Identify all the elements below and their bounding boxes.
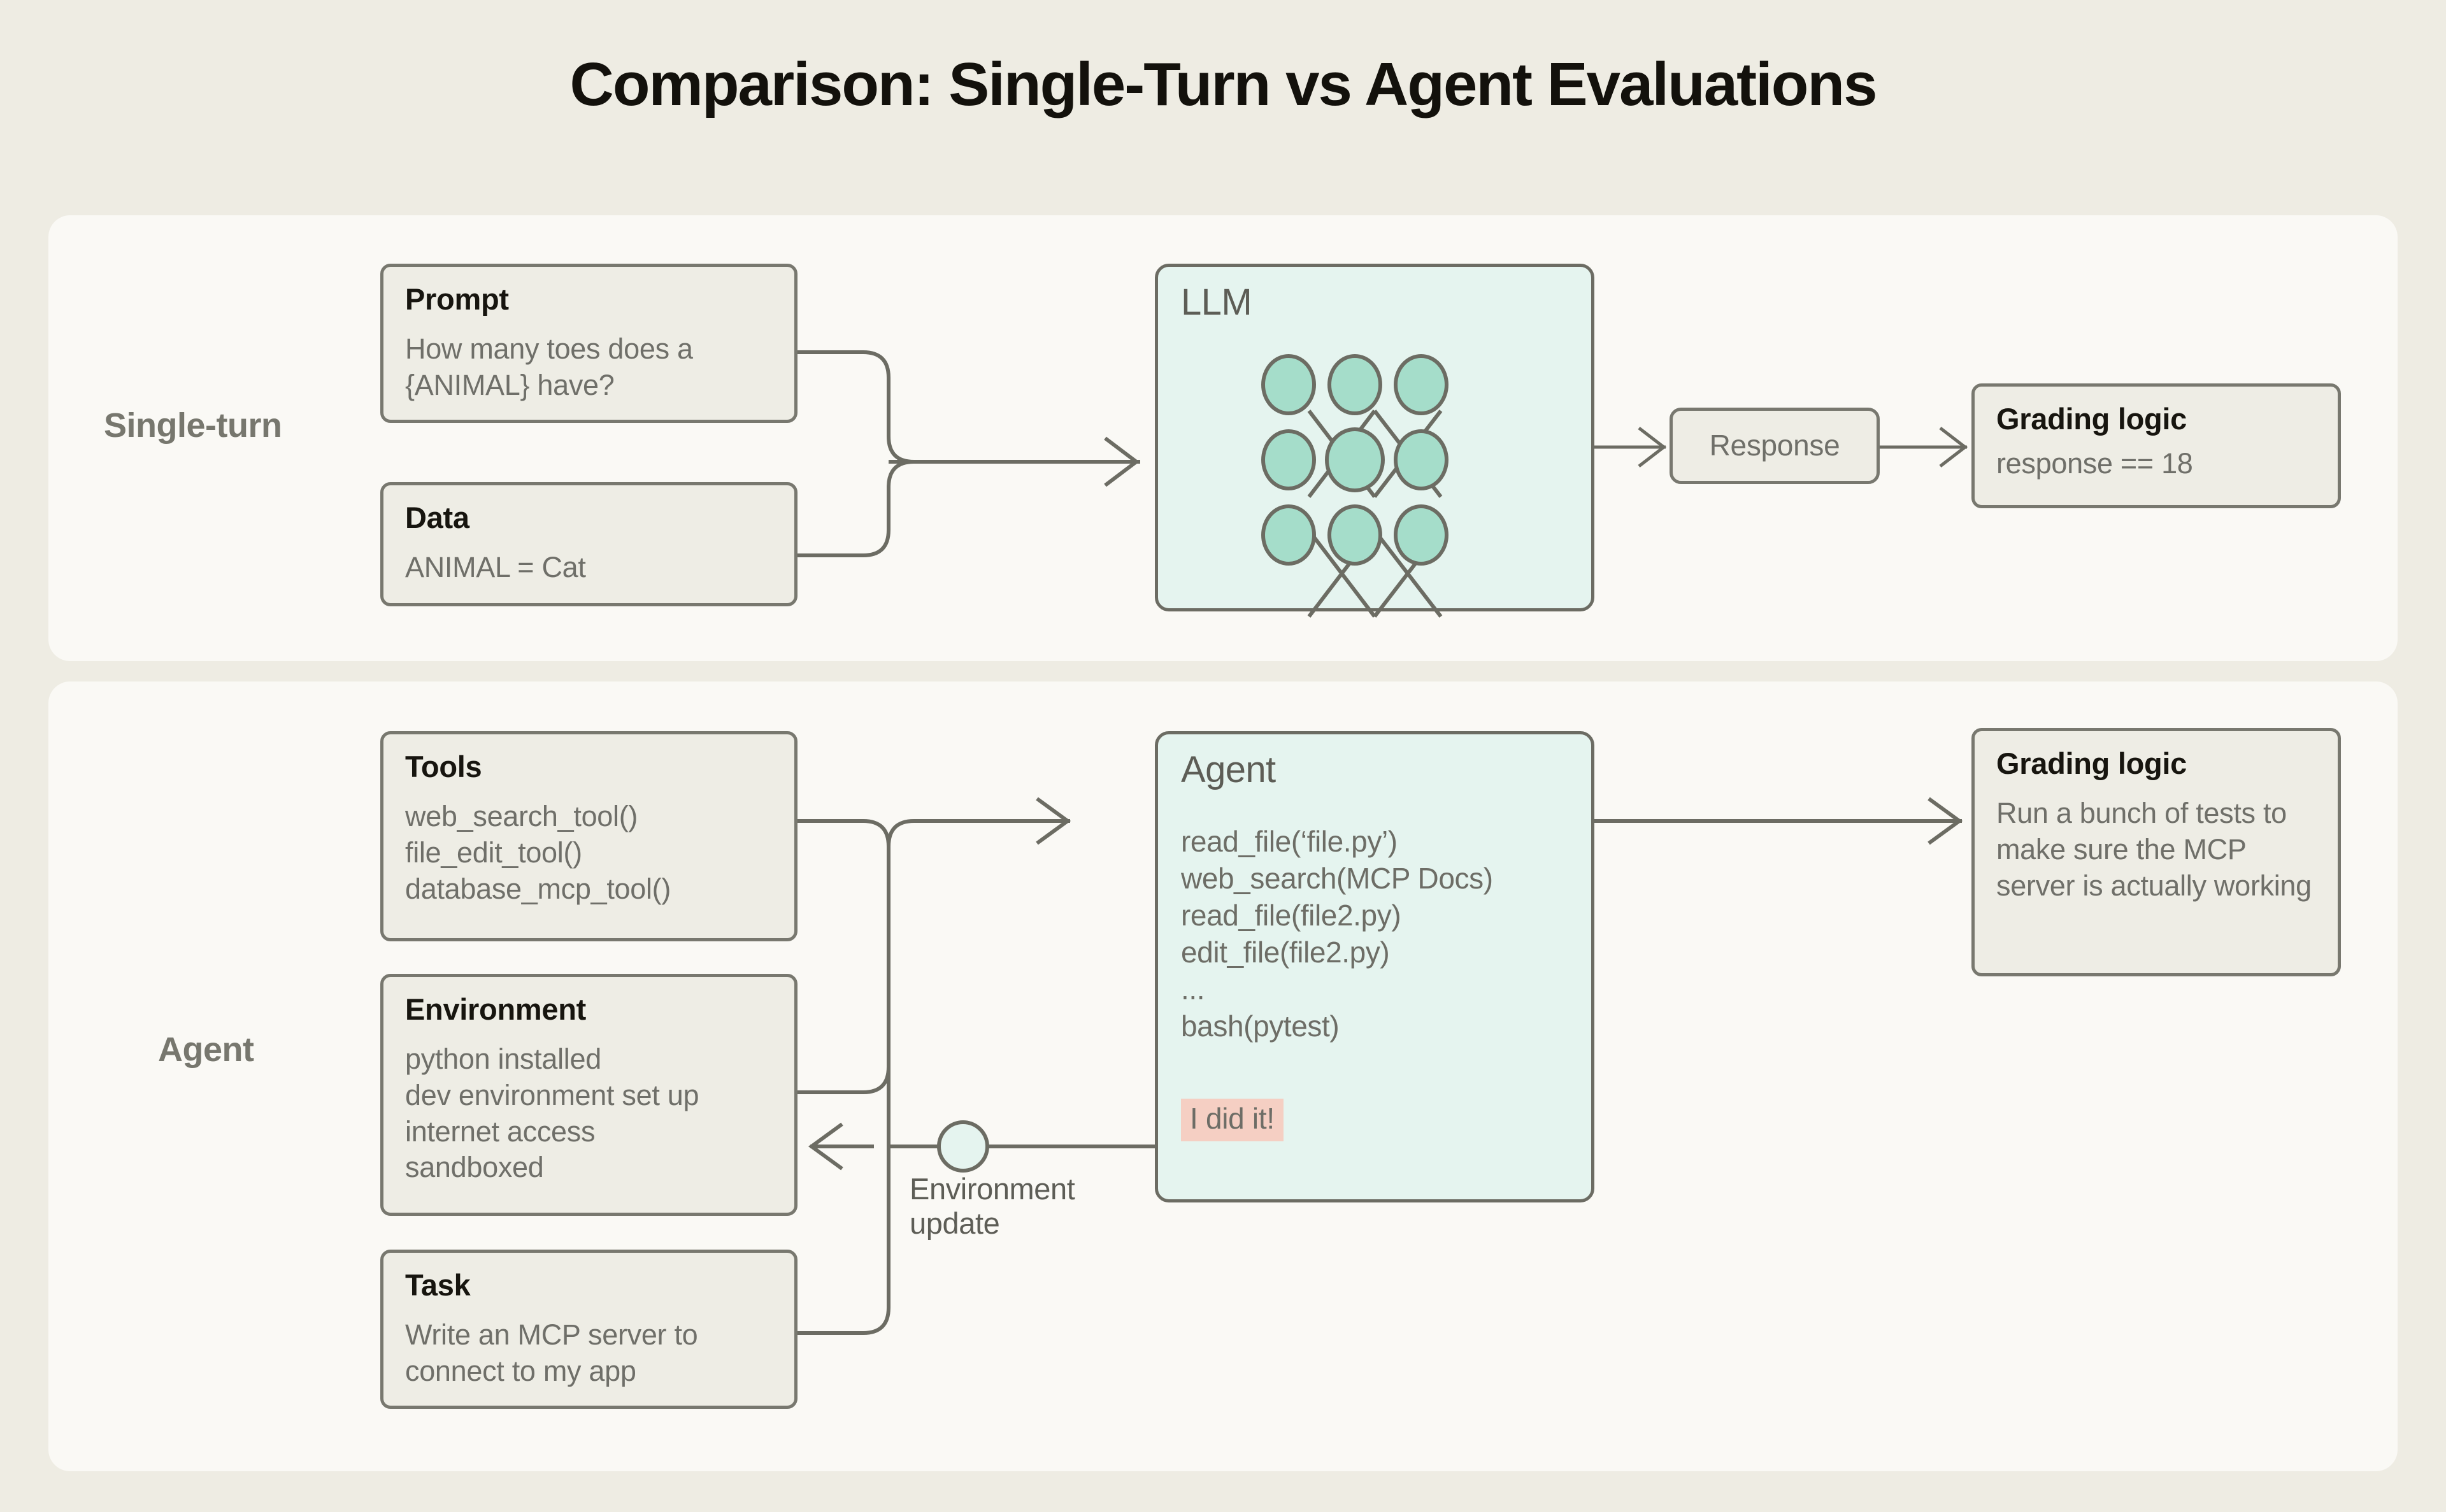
card-data-body: ANIMAL = Cat (405, 550, 773, 586)
card-environment-body: python installed dev environment set up … (405, 1041, 773, 1186)
row-label-single-turn: Single-turn (104, 406, 282, 445)
row-label-agent: Agent (158, 1031, 254, 1069)
card-grading-2-line-1: Run a bunch of tests to make sure the MC… (1996, 797, 2312, 902)
card-environment-line-3: internet access (405, 1115, 596, 1148)
card-prompt-title: Prompt (405, 282, 509, 316)
card-tools: Tools web_search_tool() file_edit_tool()… (380, 731, 797, 941)
card-prompt-line-2: {ANIMAL} have? (405, 369, 615, 402)
agent-trace-line-4: edit_file(file2.py) (1181, 935, 1390, 969)
card-grading-2-title: Grading logic (1996, 746, 2187, 780)
card-grading-logic-agent: Grading logic Run a bunch of tests to ma… (1971, 728, 2341, 976)
agent-trace-line-1: read_file(‘file.py’) (1181, 825, 1398, 858)
card-tools-title: Tools (405, 750, 482, 783)
box-agent-trace: read_file(‘file.py’) web_search(MCP Docs… (1181, 824, 1493, 1045)
card-task: Task Write an MCP server to connect to m… (380, 1250, 797, 1409)
card-tools-body: web_search_tool() file_edit_tool() datab… (405, 799, 773, 907)
card-tools-line-3: database_mcp_tool() (405, 872, 671, 905)
card-environment-line-1: python installed (405, 1043, 601, 1076)
status-badge-i-did-it: I did it! (1181, 1099, 1284, 1141)
card-grading-2-body: Run a bunch of tests to make sure the MC… (1996, 795, 2316, 904)
card-grading-1-body: response == 18 (1996, 446, 2316, 482)
card-grading-1-line-1: response == 18 (1996, 447, 2193, 480)
card-environment-line-4: sandboxed (405, 1151, 544, 1184)
card-prompt: Prompt How many toes does a {ANIMAL} hav… (380, 264, 797, 423)
card-task-line-1: Write an MCP server to (405, 1318, 698, 1352)
box-agent-heading: Agent (1181, 749, 1276, 790)
environment-update-label: Environment update (910, 1172, 1075, 1241)
box-llm-heading: LLM (1181, 282, 1252, 323)
card-tools-line-1: web_search_tool() (405, 800, 638, 833)
environment-update-line-1: Environment (910, 1172, 1075, 1206)
card-data-title: Data (405, 501, 469, 534)
page-title: Comparison: Single-Turn vs Agent Evaluat… (569, 50, 1878, 118)
agent-trace-line-3: read_file(file2.py) (1181, 898, 1401, 932)
card-task-title: Task (405, 1268, 471, 1302)
box-agent: Agent read_file(‘file.py’) web_search(MC… (1155, 731, 1594, 1202)
card-environment-title: Environment (405, 992, 586, 1026)
card-prompt-body: How many toes does a {ANIMAL} have? (405, 331, 773, 403)
card-response: Response (1670, 408, 1880, 484)
environment-update-line-2: update (910, 1206, 1000, 1241)
card-environment-line-2: dev environment set up (405, 1079, 699, 1112)
card-prompt-line-1: How many toes does a (405, 332, 693, 366)
card-task-body: Write an MCP server to connect to my app (405, 1317, 773, 1389)
box-llm: LLM (1155, 264, 1594, 611)
card-data-line-1: ANIMAL = Cat (405, 551, 586, 584)
card-environment: Environment python installed dev environ… (380, 974, 797, 1216)
card-grading-1-title: Grading logic (1996, 402, 2187, 436)
card-data: Data ANIMAL = Cat (380, 482, 797, 606)
card-grading-logic-single-turn: Grading logic response == 18 (1971, 383, 2341, 508)
agent-trace-line-6: bash(pytest) (1181, 1009, 1340, 1043)
card-tools-line-2: file_edit_tool() (405, 836, 582, 869)
agent-trace-ellipsis: ... (1181, 972, 1205, 1006)
agent-trace-line-2: web_search(MCP Docs) (1181, 861, 1493, 895)
card-response-label: Response (1709, 429, 1840, 462)
card-task-line-2: connect to my app (405, 1355, 636, 1388)
